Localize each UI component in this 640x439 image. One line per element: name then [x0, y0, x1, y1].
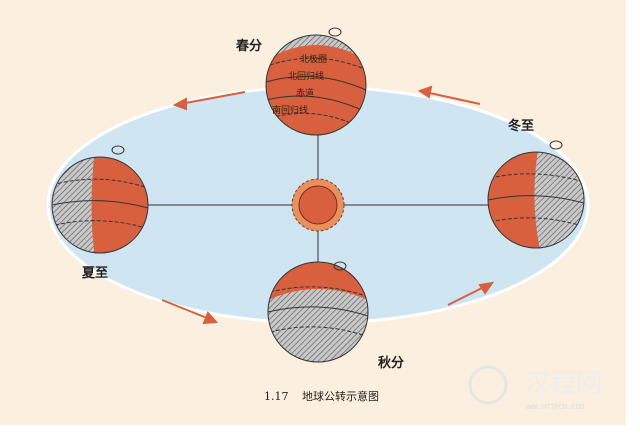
watermark-brand: 汉程网 — [524, 369, 602, 399]
rotation-arrow-icon — [333, 261, 347, 271]
caption-number: 1.17 — [264, 390, 289, 403]
tropic-of-capricorn-label: 南回归线 — [272, 104, 308, 116]
globe-winter-solstice — [487, 140, 585, 249]
sun-icon — [291, 178, 345, 232]
watermark-url: WWW.HTTPCN.COM — [525, 403, 584, 411]
label-spring-equinox: 春分 — [235, 38, 262, 54]
label-summer-solstice: 夏至 — [81, 266, 108, 281]
orbit-direction-arrows — [161, 85, 495, 325]
watermark-logo-icon — [468, 365, 508, 405]
globe-spring-equinox: 北极圈 北回归线 赤道 南回归线 — [265, 27, 367, 136]
equator-label: 赤道 — [296, 87, 314, 99]
rotation-arrow-icon — [549, 140, 563, 150]
arctic-circle-label: 北极圈 — [300, 53, 327, 65]
rotation-arrow-icon — [328, 27, 342, 37]
caption-title: 地球公转示意图 — [302, 389, 379, 403]
label-winter-solstice: 冬至 — [508, 118, 534, 134]
rotation-arrow-icon — [111, 145, 125, 155]
label-autumn-equinox: 秋分 — [378, 355, 404, 371]
tropic-of-cancer-label: 北回归线 — [288, 70, 324, 82]
watermark: 汉程网 WWW.HTTPCN.COM — [468, 365, 602, 411]
